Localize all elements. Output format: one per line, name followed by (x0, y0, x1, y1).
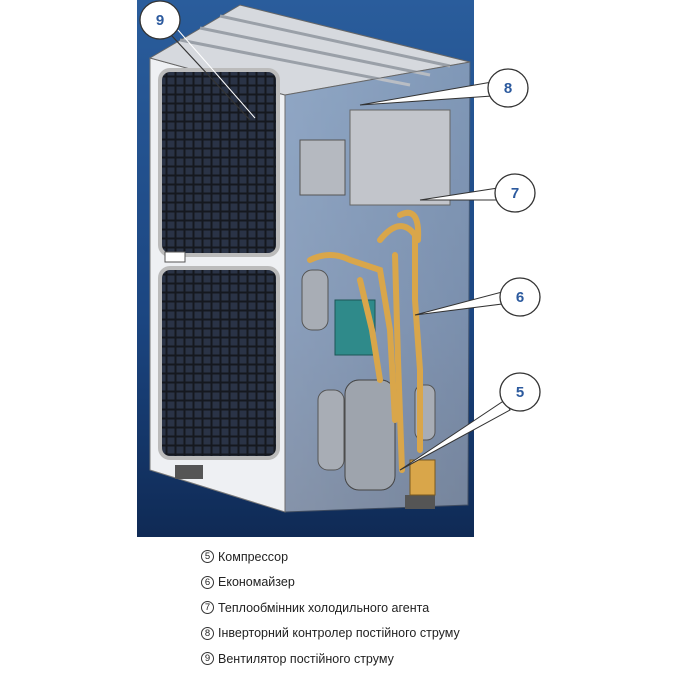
legend-marker: 8 (201, 626, 214, 640)
outdoor-unit (148, 4, 471, 513)
callout-5: 5 (399, 372, 541, 471)
legend-marker: 9 (201, 652, 214, 666)
legend-item-inverter-controller: 8 Інверторний контролер постійного струм… (201, 621, 460, 647)
compressor (344, 379, 396, 491)
legend-label: Інверторний контролер постійного струму (218, 626, 460, 641)
legend-item-fan: 9 Вентилятор постійного струму (201, 646, 460, 672)
legend: 5 Компрессор 6 Економайзер 7 Теплообмінн… (201, 544, 460, 672)
legend-marker: 7 (201, 601, 214, 615)
callout-9-label: 9 (156, 12, 164, 29)
callout-7-label: 7 (511, 185, 519, 202)
callout-6-label: 6 (516, 289, 524, 306)
callout-5-label: 5 (516, 384, 524, 401)
legend-label: Вентилятор постійного струму (218, 651, 394, 666)
callout-8: 8 (359, 68, 529, 108)
callout-6: 6 (414, 277, 541, 317)
legend-marker: 5 (201, 550, 214, 564)
legend-label: Компрессор (218, 549, 289, 564)
legend-item-compressor: 5 Компрессор (201, 544, 460, 570)
legend-label: Теплообмінник холодильного агента (218, 600, 430, 615)
legend-item-heat-exchanger: 7 Теплообмінник холодильного агента (201, 595, 460, 621)
fan-grille-upper (158, 68, 280, 257)
fan-grille-lower (158, 266, 280, 460)
legend-item-economizer: 6 Економайзер (201, 570, 460, 596)
legend-marker: 6 (201, 575, 214, 589)
legend-label: Економайзер (218, 575, 295, 590)
heat-pump-diagram: 9 8 7 6 5 (137, 0, 541, 537)
callout-9: 9 (139, 0, 256, 121)
callout-7: 7 (419, 173, 536, 213)
callout-8-label: 8 (504, 80, 512, 97)
